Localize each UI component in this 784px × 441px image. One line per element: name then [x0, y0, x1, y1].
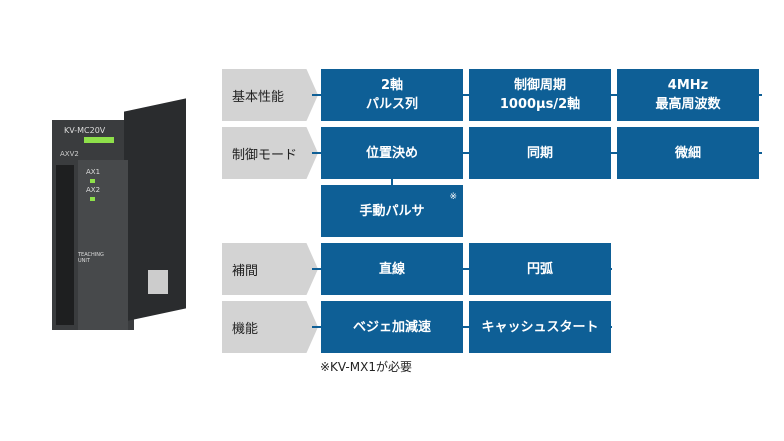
text: 最高周波数	[655, 97, 721, 112]
feature-fine: 微細	[617, 127, 759, 179]
text: 4MHz	[667, 78, 709, 93]
led-ax2	[90, 197, 95, 201]
row-label-functions: 機能	[222, 301, 318, 353]
text: 制御周期	[513, 78, 566, 93]
row-label-interpolation: 補間	[222, 243, 318, 295]
text: キャッシュスタート	[481, 319, 599, 335]
footnote: ※KV-MX1が必要	[320, 360, 412, 374]
product-image: KV-MC20V AXV2 AX1 AX2 TEACHING UNIT	[44, 98, 186, 330]
text: パルス列	[365, 97, 418, 112]
text: 位置決め	[365, 145, 418, 161]
connector-label: AXV2	[60, 150, 79, 158]
led-ax1	[90, 179, 95, 183]
feature-control-cycle: 制御周期 1000μs/2軸	[469, 69, 611, 121]
feature-manual-pulser: 手動パルサ ※	[321, 185, 463, 237]
text: 1000μs/2軸	[499, 97, 581, 112]
feature-max-frequency: 4MHz 最高周波数	[617, 69, 759, 121]
text: 微細	[674, 145, 701, 161]
text: 2軸	[380, 78, 404, 93]
led-ax1-label: AX1	[86, 168, 101, 176]
port-label: TEACHING UNIT	[78, 252, 104, 264]
model-label: KV-MC20V	[64, 126, 106, 135]
feature-bezier: ベジェ加減速	[321, 301, 463, 353]
text: 直線	[378, 261, 405, 277]
text: 円弧	[526, 261, 553, 277]
led-ax2-label: AX2	[86, 186, 101, 194]
text: 同期	[526, 145, 553, 161]
row-label-basic: 基本性能	[222, 69, 318, 121]
text: ベジェ加減速	[352, 319, 431, 335]
feature-arc: 円弧	[469, 243, 611, 295]
feature-cache-start: キャッシュスタート	[469, 301, 611, 353]
text: 手動パルサ	[359, 203, 425, 219]
feature-sync: 同期	[469, 127, 611, 179]
note-mark: ※	[449, 192, 457, 202]
feature-positioning: 位置決め	[321, 127, 463, 179]
row-label-control-mode: 制御モード	[222, 127, 318, 179]
feature-linear: 直線	[321, 243, 463, 295]
feature-2-axis: 2軸パルス列	[321, 69, 463, 121]
